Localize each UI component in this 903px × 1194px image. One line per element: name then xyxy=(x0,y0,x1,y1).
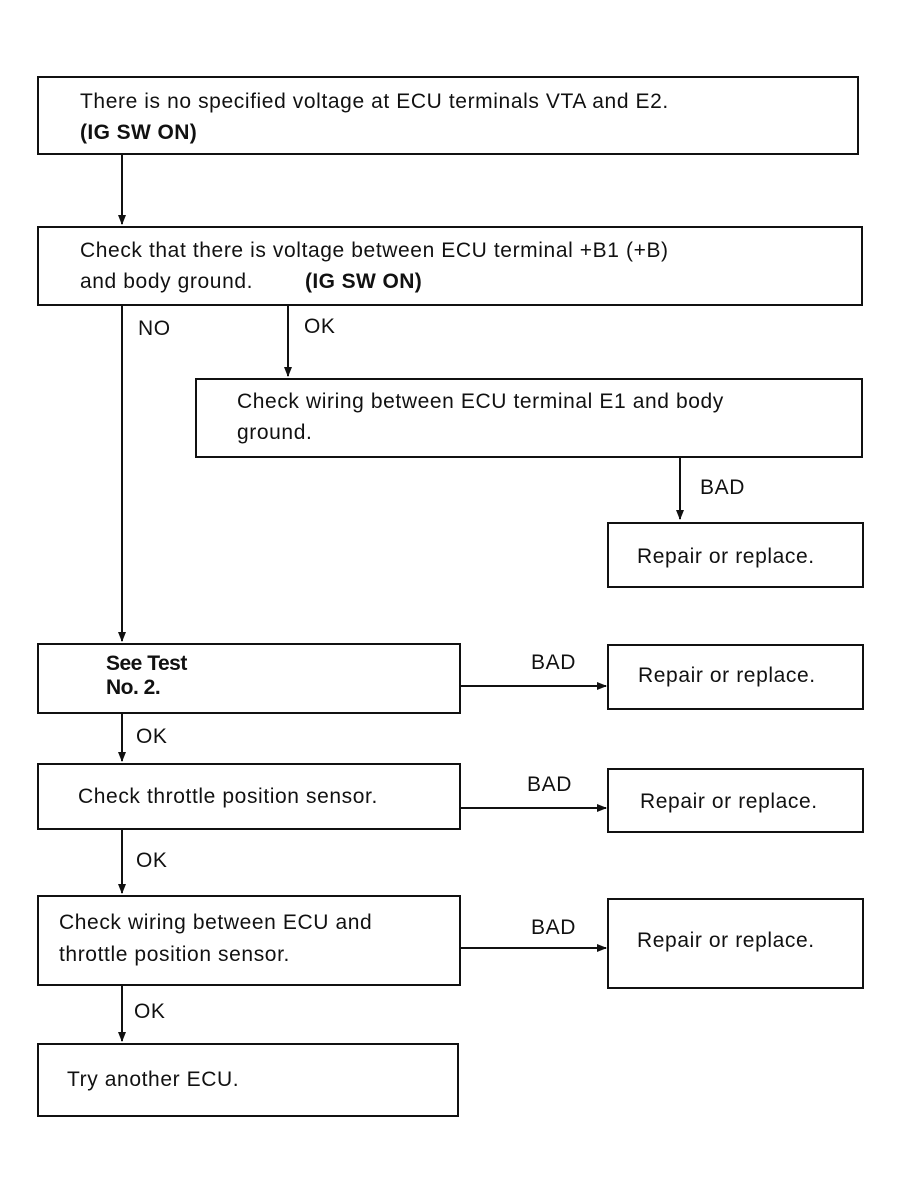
box-try-another-ecu-text: Try another ECU. xyxy=(67,1068,240,1091)
box-check-wiring-sensor xyxy=(37,895,461,986)
box-repair-4 xyxy=(607,898,864,989)
box-see-test-line1: See Test xyxy=(106,652,187,675)
box-check-voltage xyxy=(37,226,863,306)
box-check-voltage-line2a: and body ground. xyxy=(80,270,254,293)
box-repair-4-text: Repair or replace. xyxy=(637,929,815,952)
box-check-wiring-e1 xyxy=(195,378,863,458)
box-see-test xyxy=(37,643,461,714)
label-bad-box7: BAD xyxy=(527,773,572,796)
box-check-wiring-e1-line2: ground. xyxy=(237,421,313,444)
box-try-another-ecu xyxy=(37,1043,459,1117)
label-ok-box2: OK xyxy=(304,315,336,338)
box-check-voltage-line2b: (IG SW ON) xyxy=(305,270,423,293)
box-see-test-line2: No. 2. xyxy=(106,676,161,699)
box-check-wiring-sensor-line1: Check wiring between ECU and xyxy=(59,911,373,934)
label-ok-box9: OK xyxy=(134,1000,166,1023)
label-ok-box7: OK xyxy=(136,849,168,872)
box-repair-2 xyxy=(607,644,864,710)
label-bad-box9: BAD xyxy=(531,916,576,939)
box-check-sensor-text: Check throttle position sensor. xyxy=(78,785,378,808)
box-check-sensor xyxy=(37,763,461,830)
label-ok-box5: OK xyxy=(136,725,168,748)
label-bad-box3: BAD xyxy=(700,476,745,499)
box-repair-2-text: Repair or replace. xyxy=(638,664,816,687)
box-check-wiring-sensor-line2: throttle position sensor. xyxy=(59,943,290,966)
box-repair-1 xyxy=(607,522,864,588)
box-no-voltage-line2: (IG SW ON) xyxy=(80,121,198,144)
box-no-voltage xyxy=(37,76,859,155)
label-no: NO xyxy=(138,317,171,340)
label-bad-box5: BAD xyxy=(531,651,576,674)
box-check-wiring-e1-line1: Check wiring between ECU terminal E1 and… xyxy=(237,390,724,413)
box-no-voltage-line1: There is no specified voltage at ECU ter… xyxy=(80,90,669,113)
box-check-voltage-line1: Check that there is voltage between ECU … xyxy=(80,239,669,262)
box-repair-3 xyxy=(607,768,864,833)
box-repair-1-text: Repair or replace. xyxy=(637,545,815,568)
box-repair-3-text: Repair or replace. xyxy=(640,790,818,813)
